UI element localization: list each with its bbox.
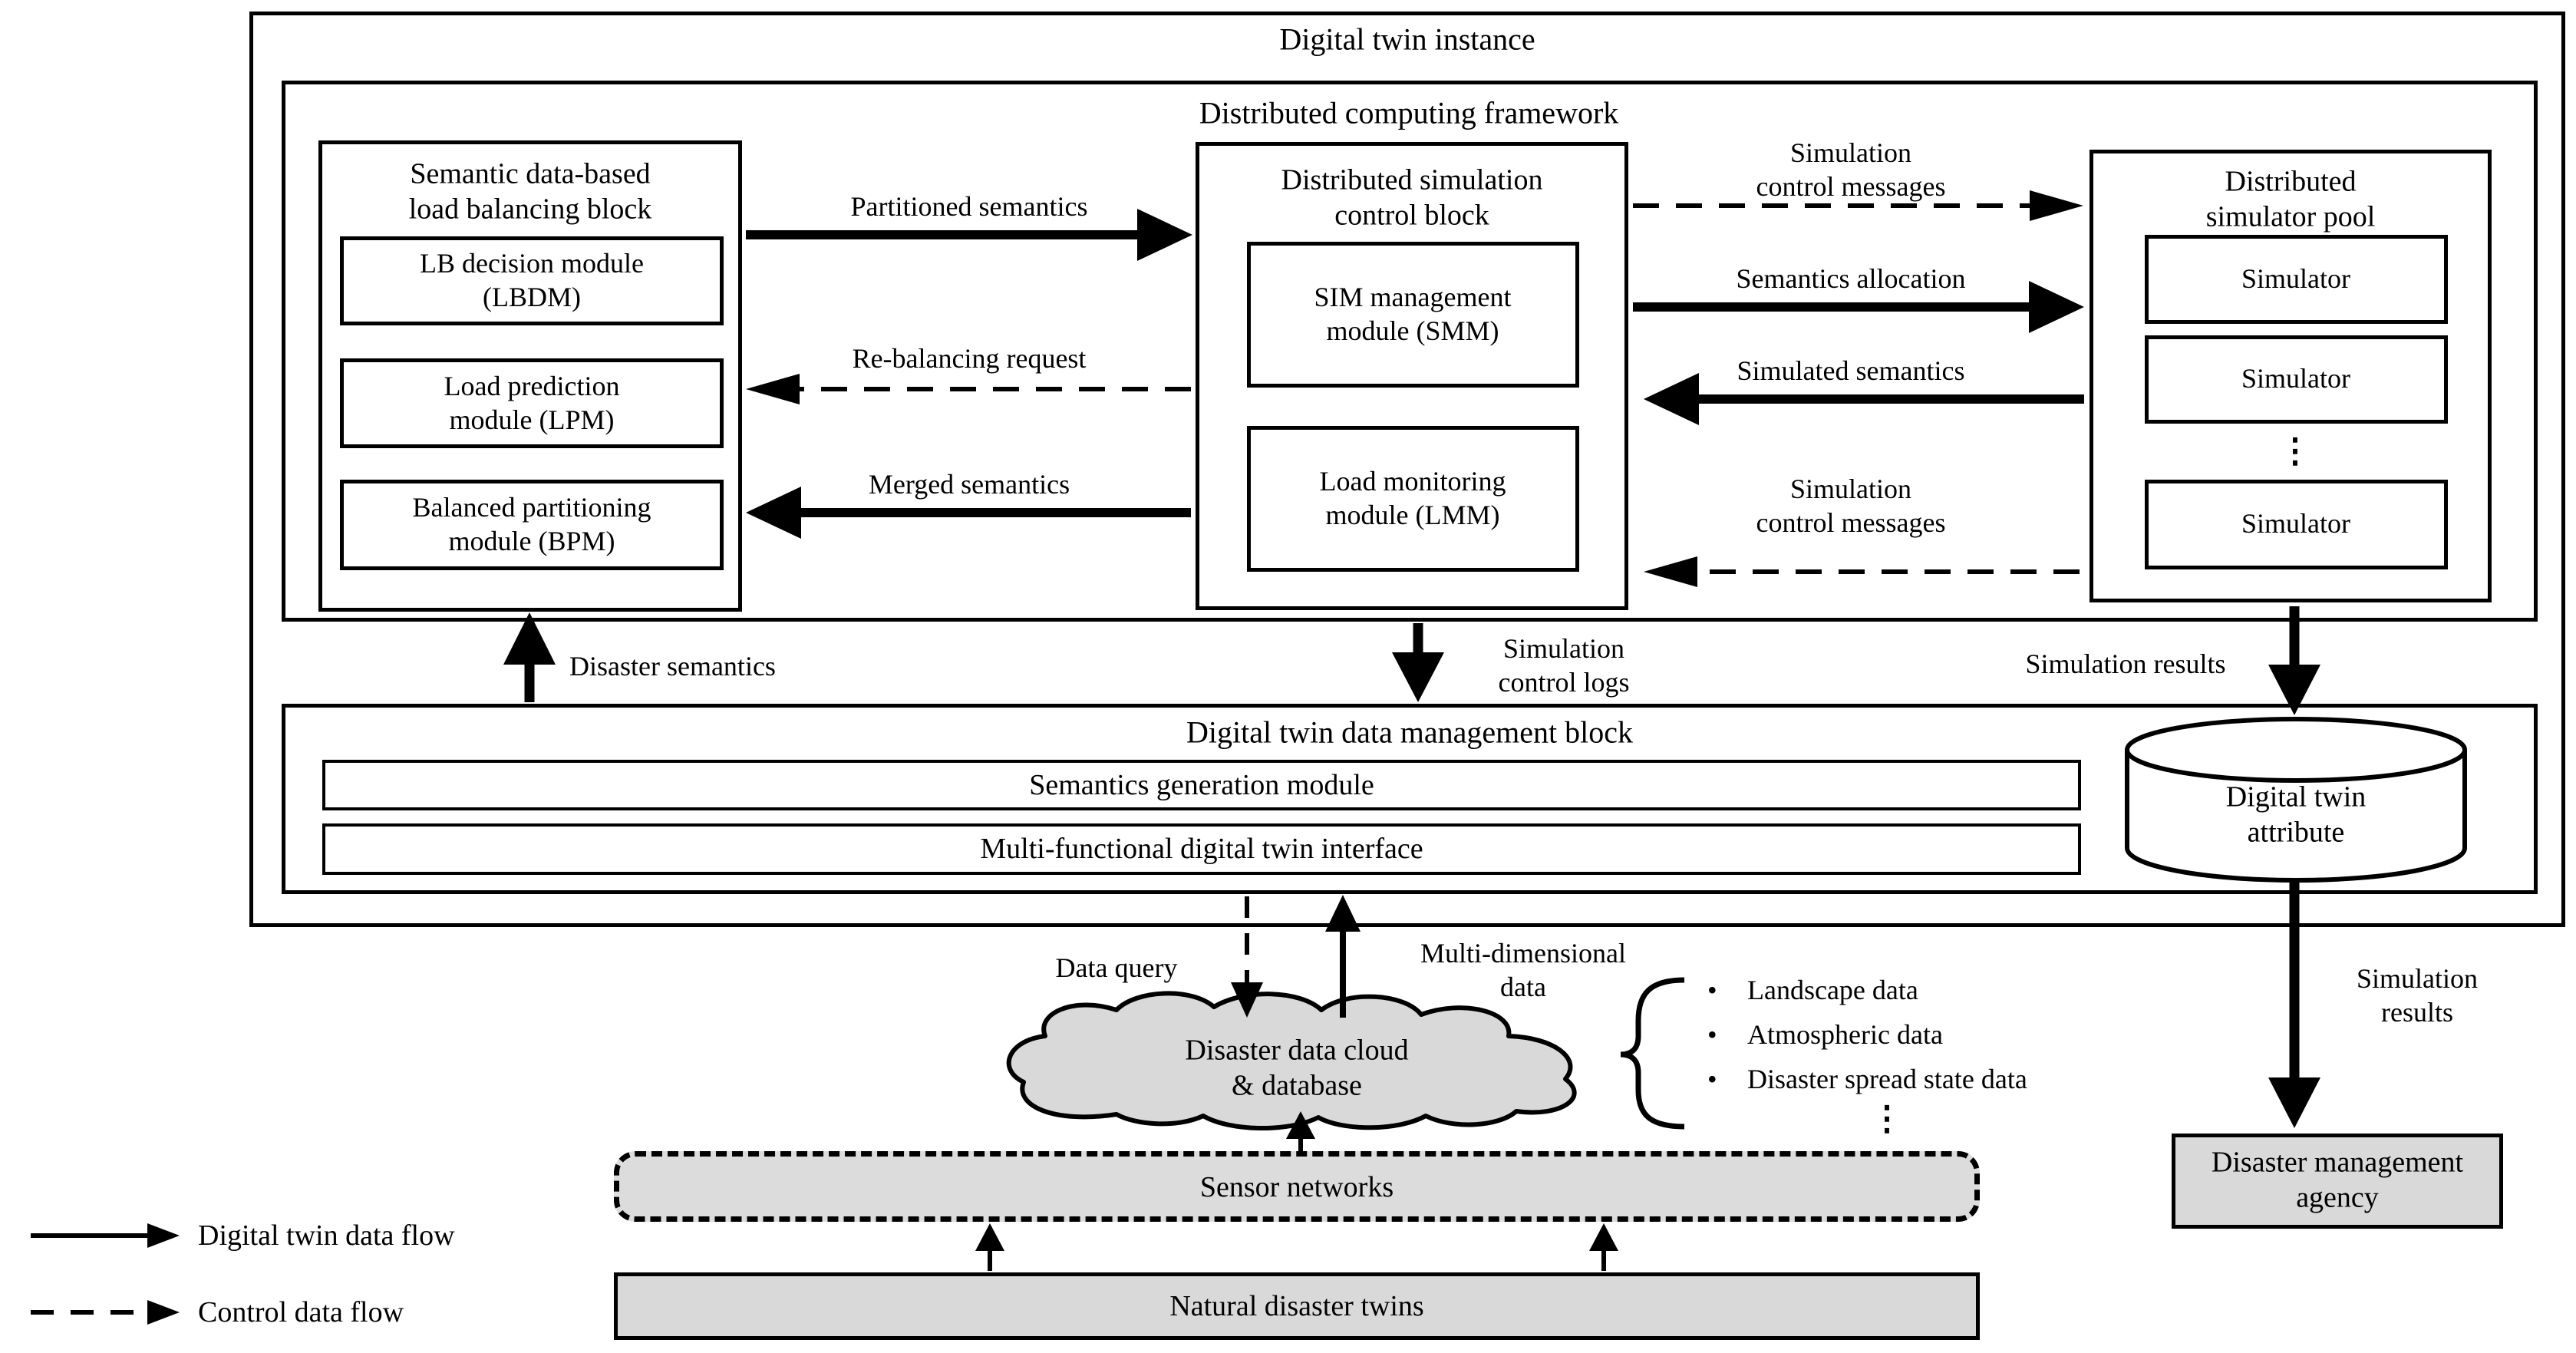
- data-query-label: Data query: [1055, 952, 1178, 984]
- twins-to-sensor-arrow-left: [975, 1223, 1004, 1271]
- multi-dimensional-data-label: Multi-dimensional data: [1420, 938, 1626, 1002]
- digital-twin-attribute-label: Digital twin attribute: [2225, 780, 2367, 849]
- disaster-data-cloud-shape: [1006, 991, 1577, 1131]
- framework-title: Distributed computing framework: [1199, 95, 1619, 130]
- bullet-icon: •: [1707, 1019, 1717, 1050]
- semantics-allocation-label: Semantics allocation: [1736, 263, 1966, 295]
- lmm-label: Load monitoring module (LMM): [1319, 466, 1506, 530]
- simulation-control-messages-top-arrow: [1633, 190, 2083, 221]
- legend-dashed-label: Control data flow: [198, 1296, 404, 1328]
- lmm-module-box: [1247, 426, 1579, 572]
- legend-dashed-arrow: [31, 1300, 180, 1325]
- semantics-allocation-arrow: [1633, 281, 2084, 333]
- data-list-brace: [1620, 977, 1685, 1130]
- rebalancing-request-label: Re-balancing request: [852, 343, 1087, 375]
- semantics-generation-row: [322, 760, 2081, 810]
- bullet-icon: •: [1707, 1064, 1717, 1094]
- list-ellipsis: ⋮: [1870, 1100, 1905, 1138]
- multi-dimensional-data-arrow: [1325, 895, 1361, 1018]
- list-item-landscape: •Landscape data: [1707, 975, 1918, 1005]
- simulator-3-box: [2145, 480, 2448, 569]
- dt-interface-label: Multi-functional digital twin interface: [980, 832, 1423, 865]
- data-query-arrow: [1231, 896, 1263, 1018]
- sim-control-messages-top-label: Simulation control messages: [1756, 137, 1946, 202]
- simulation-control-messages-bottom-arrow: [1644, 556, 2080, 587]
- simulation-results-bottom-label: Simulation results: [2356, 963, 2479, 1028]
- lpm-label: Load prediction module (LPM): [444, 371, 620, 435]
- simulator-1-box: [2145, 235, 2448, 324]
- ctrl-block-title: Distributed simulation control block: [1281, 163, 1543, 232]
- disaster-management-agency-box: [2172, 1134, 2503, 1229]
- merged-semantics-label: Merged semantics: [868, 469, 1070, 500]
- simulation-results-bottom-arrow: [2268, 880, 2320, 1128]
- simulated-semantics-arrow: [1644, 373, 2084, 425]
- lpm-module-box: [340, 358, 724, 448]
- data-management-title: Digital twin data management block: [1186, 714, 1634, 750]
- bpm-label: Balanced partitioning module (BPM): [412, 492, 651, 556]
- instance-title: Digital twin instance: [1279, 21, 1535, 57]
- disaster-semantics-label: Disaster semantics: [569, 651, 776, 681]
- twins-to-sensor-arrow-right: [1589, 1223, 1618, 1271]
- lbdm-label: LB decision module (LBDM): [420, 248, 644, 312]
- simulator-3-label: Simulator: [2241, 508, 2350, 540]
- simulated-semantics-label: Simulated semantics: [1737, 355, 1965, 387]
- partitioned-semantics-label: Partitioned semantics: [850, 191, 1088, 223]
- simulation-results-top-label: Simulation results: [2025, 648, 2226, 680]
- cloud-label: Disaster data cloud & database: [1185, 1034, 1409, 1102]
- smm-label: SIM management module (SMM): [1314, 282, 1512, 346]
- rebalancing-request-arrow: [746, 374, 1191, 404]
- list-item-atmospheric: •Atmospheric data: [1707, 1019, 1943, 1050]
- semantics-generation-label: Semantics generation module: [1029, 768, 1374, 801]
- pool-ellipsis: ⋮: [2278, 432, 2314, 470]
- partitioned-semantics-arrow: [746, 209, 1192, 261]
- sensor-to-cloud-arrow: [1286, 1111, 1315, 1151]
- simulator-2-box: [2145, 335, 2448, 424]
- natural-disaster-twins-label: Natural disaster twins: [1169, 1289, 1424, 1322]
- list-item-disaster-spread: •Disaster spread state data: [1707, 1064, 2027, 1094]
- sim-control-messages-bottom-label: Simulation control messages: [1756, 474, 1946, 538]
- digital-twin-attribute-cylinder: [2125, 717, 2467, 883]
- legend-solid-label: Digital twin data flow: [198, 1219, 455, 1252]
- natural-disaster-twins-box: [614, 1272, 1980, 1340]
- bpm-module-box: [340, 480, 724, 570]
- simulation-control-logs-label: Simulation control logs: [1498, 633, 1630, 698]
- bullet-icon: •: [1707, 975, 1717, 1005]
- merged-semantics-arrow: [746, 487, 1191, 539]
- simulation-results-top-arrow: [2268, 606, 2320, 715]
- dt-interface-row: [322, 823, 2081, 875]
- sensor-networks-label: Sensor networks: [1199, 1170, 1394, 1203]
- agency-label: Disaster management agency: [2211, 1146, 2464, 1214]
- simulator-1-label: Simulator: [2241, 263, 2350, 295]
- smm-module-box: [1247, 242, 1579, 388]
- simulation-control-logs-arrow: [1392, 623, 1444, 702]
- pool-title: Distributed simulator pool: [2205, 165, 2376, 233]
- disaster-semantics-arrow: [503, 612, 556, 702]
- lb-block-title: Semantic data-based load balancing block: [408, 157, 652, 226]
- sensor-networks-box: [614, 1151, 1980, 1222]
- legend-solid-arrow: [31, 1223, 180, 1248]
- lbdm-module-box: [340, 236, 724, 325]
- simulator-2-label: Simulator: [2241, 363, 2350, 394]
